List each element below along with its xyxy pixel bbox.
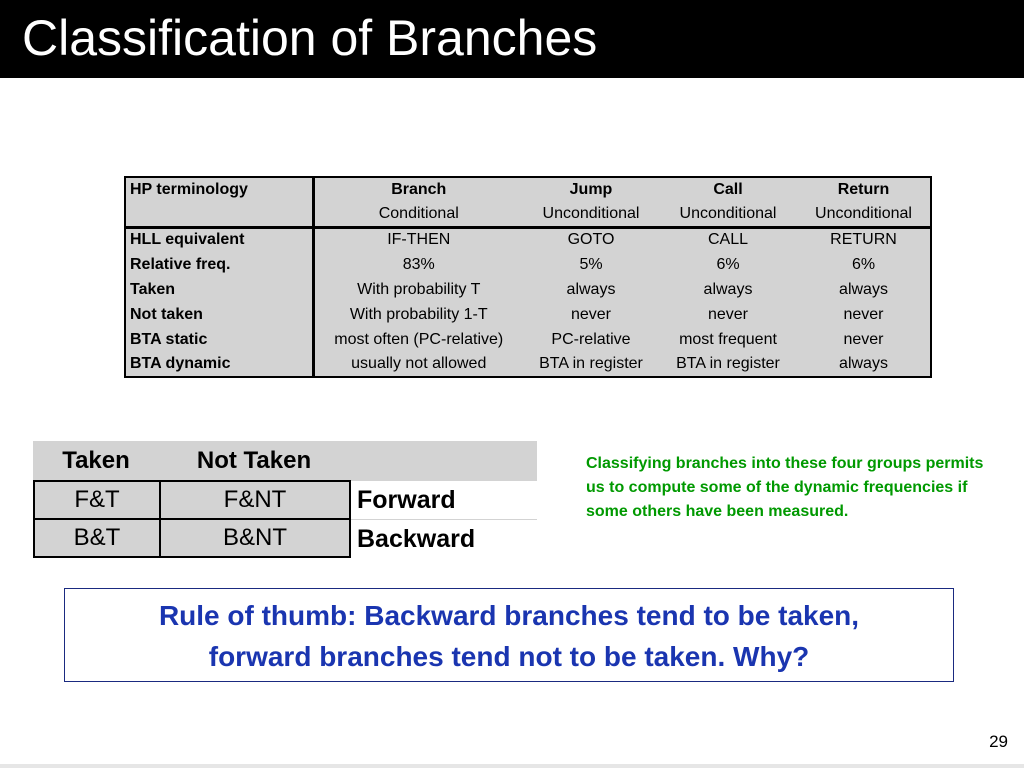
table-cell: 5% (579, 255, 603, 273)
table-cell: 6% (851, 255, 876, 273)
title-bar: Classification of Branches (0, 0, 1024, 78)
table-cell: most frequent (679, 330, 777, 348)
rule-of-thumb-box: Rule of thumb: Backward branches tend to… (64, 588, 954, 682)
rule-line-2: forward branches tend not to be taken. W… (208, 641, 810, 672)
classification-note: Classifying branches into these four gro… (586, 455, 984, 520)
table-cell: usually not allowed (351, 355, 487, 372)
row-label: Not taken (125, 302, 315, 327)
page-number: 29 (989, 732, 1008, 751)
table-cell: CALL (707, 231, 749, 249)
table-cell: never (843, 305, 884, 323)
column-header-branch: Branch (391, 181, 447, 198)
table-row: HLL equivalent IF-THEN GOTO CALL RETURN (125, 227, 931, 252)
table-corner-label: HP terminology (125, 177, 315, 202)
table-cell: 83% (402, 255, 435, 273)
table-cell: 6% (716, 255, 740, 273)
footer-divider (0, 764, 1024, 768)
backward-label: Backward (351, 520, 537, 558)
table-subheader-row: Conditional Unconditional Unconditional … (125, 202, 931, 229)
row-label: Taken (125, 277, 315, 302)
table-header-row: HP terminology Branch Jump Call Return (125, 177, 931, 202)
cell-forward-not-taken: F&NT (159, 480, 351, 520)
row-label: Relative freq. (125, 252, 315, 277)
table-cell: never (570, 305, 612, 323)
table-cell: most often (PC-relative) (334, 330, 504, 348)
table-cell: RETURN (830, 231, 897, 249)
row-label: HLL equivalent (125, 227, 315, 252)
table-row: BTA static most often (PC-relative) PC-r… (125, 327, 931, 352)
subheader-branch: Conditional (313, 202, 523, 229)
table-cell: BTA in register (539, 355, 643, 372)
column-header-call: Call (713, 181, 743, 198)
table-cell: With probability T (357, 280, 481, 298)
table-cell: always (566, 280, 616, 298)
column-header-return: Return (837, 181, 890, 198)
cell-backward-not-taken: B&NT (159, 518, 351, 558)
subheader-return: Unconditional (797, 202, 931, 229)
cell-forward-taken: F&T (33, 480, 161, 520)
table-cell: never (843, 330, 884, 348)
table-cell: With probability 1-T (349, 305, 488, 323)
grid-header-taken: Taken (62, 447, 130, 474)
rule-line-1: Rule of thumb: Backward branches tend to… (158, 600, 860, 631)
branch-direction-grid: Taken Not Taken F&T F&NT B&T B&NT Forwar… (33, 441, 537, 558)
table-cell: BTA in register (676, 355, 780, 372)
grid-header-not-taken: Not Taken (196, 447, 312, 474)
table-cell: always (703, 280, 753, 298)
subheader-call: Unconditional (659, 202, 797, 229)
subheader-jump: Unconditional (523, 202, 659, 229)
hp-terminology-table: HP terminology Branch Jump Call Return C… (124, 176, 932, 378)
table-cell: PC-relative (551, 330, 631, 348)
table-row: Relative freq. 83% 5% 6% 6% (125, 252, 931, 277)
table-row: Taken With probability T always always a… (125, 277, 931, 302)
table-cell: always (839, 280, 888, 298)
table-cell: always (839, 355, 888, 372)
table-row: BTA dynamic usually not allowed BTA in r… (125, 352, 931, 377)
table-row: Not taken With probability 1-T never nev… (125, 302, 931, 327)
cell-backward-taken: B&T (33, 518, 161, 558)
row-label: BTA dynamic (125, 352, 315, 377)
column-header-jump: Jump (569, 181, 613, 198)
table-cell: GOTO (567, 231, 615, 249)
slide-title: Classification of Branches (22, 10, 598, 66)
table-cell: IF-THEN (387, 231, 451, 249)
table-cell: never (707, 305, 749, 323)
row-label: BTA static (125, 327, 315, 352)
forward-label: Forward (351, 481, 537, 519)
table-corner-empty (125, 202, 315, 229)
